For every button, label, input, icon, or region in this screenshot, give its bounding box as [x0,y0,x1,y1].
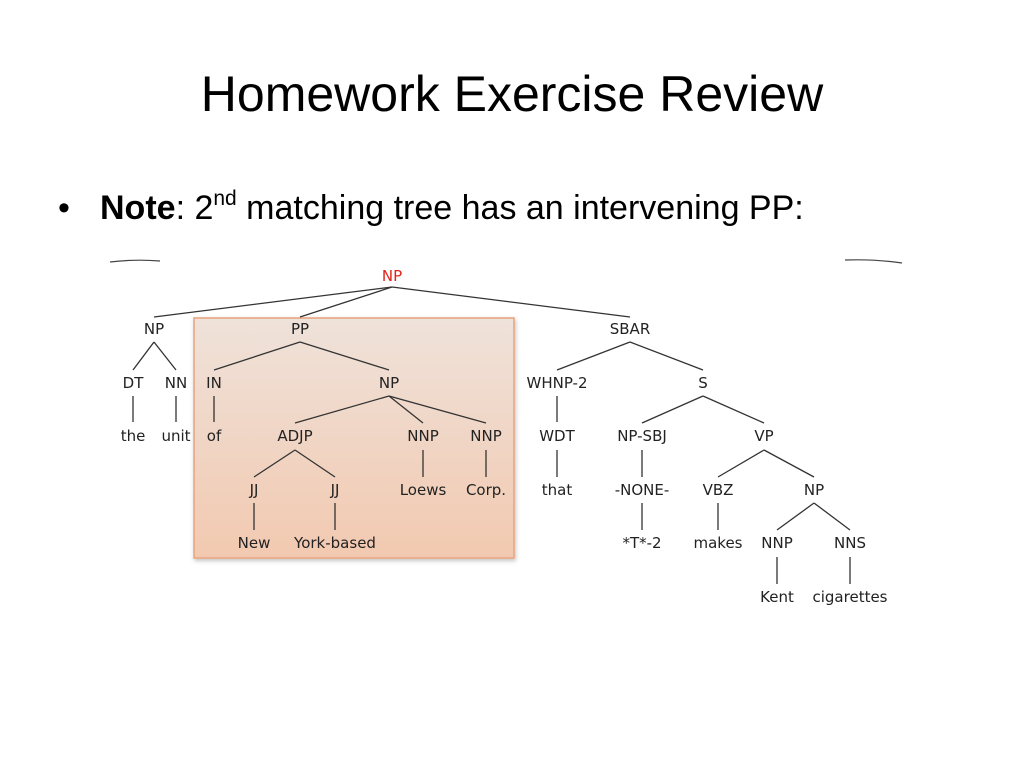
bullet-note: • Note: 2nd matching tree has an interven… [58,186,804,230]
tree-edges [132,286,851,584]
note-text-post: matching tree has an intervening PP: [236,189,804,227]
slide-title: Homework Exercise Review [200,66,824,122]
node-vp: VP [754,427,773,445]
note-superscript: nd [213,187,237,210]
node-sbar: SBAR [610,320,651,338]
note-label: Note [100,189,176,227]
node-np-pp: NP [379,374,399,392]
pp-highlight-box [193,317,515,559]
figure-edge-left [109,259,161,263]
word-york-based: York-based [293,534,376,552]
node-adjp: ADJP [277,427,312,445]
word-makes: makes [694,534,743,552]
node-np-vp: NP [804,481,824,499]
node-np-sbj: NP-SBJ [617,427,667,445]
word-unit: unit [161,427,190,445]
word-kent: Kent [760,588,794,606]
node-nnp-3: NNP [761,534,793,552]
node-none: -NONE- [615,481,670,499]
node-np-root: NP [382,267,402,285]
node-nnp-1: NNP [407,427,439,445]
node-wdt: WDT [539,427,575,445]
word-corp: Corp. [466,481,506,499]
node-jj-1: JJ [249,481,259,499]
figure-edge-right [844,259,903,264]
word-the: the [121,427,146,445]
node-dt: DT [123,374,145,392]
node-whnp: WHNP-2 [526,374,587,392]
word-cigarettes: cigarettes [813,588,888,606]
node-s: S [698,374,708,392]
word-loews: Loews [400,481,447,499]
node-np-left: NP [144,320,164,338]
node-in: IN [206,374,222,392]
note-text-pre: : 2 [175,189,214,227]
node-vbz: VBZ [703,481,734,499]
node-pp: PP [291,320,309,338]
word-of: of [207,427,222,445]
word-trace: *T*-2 [622,534,661,552]
bullet-dot: • [58,189,70,227]
node-nn: NN [165,374,187,392]
word-new: New [238,534,271,552]
node-nns: NNS [834,534,866,552]
node-jj-2: JJ [330,481,340,499]
word-that: that [542,481,573,499]
node-nnp-2: NNP [470,427,502,445]
